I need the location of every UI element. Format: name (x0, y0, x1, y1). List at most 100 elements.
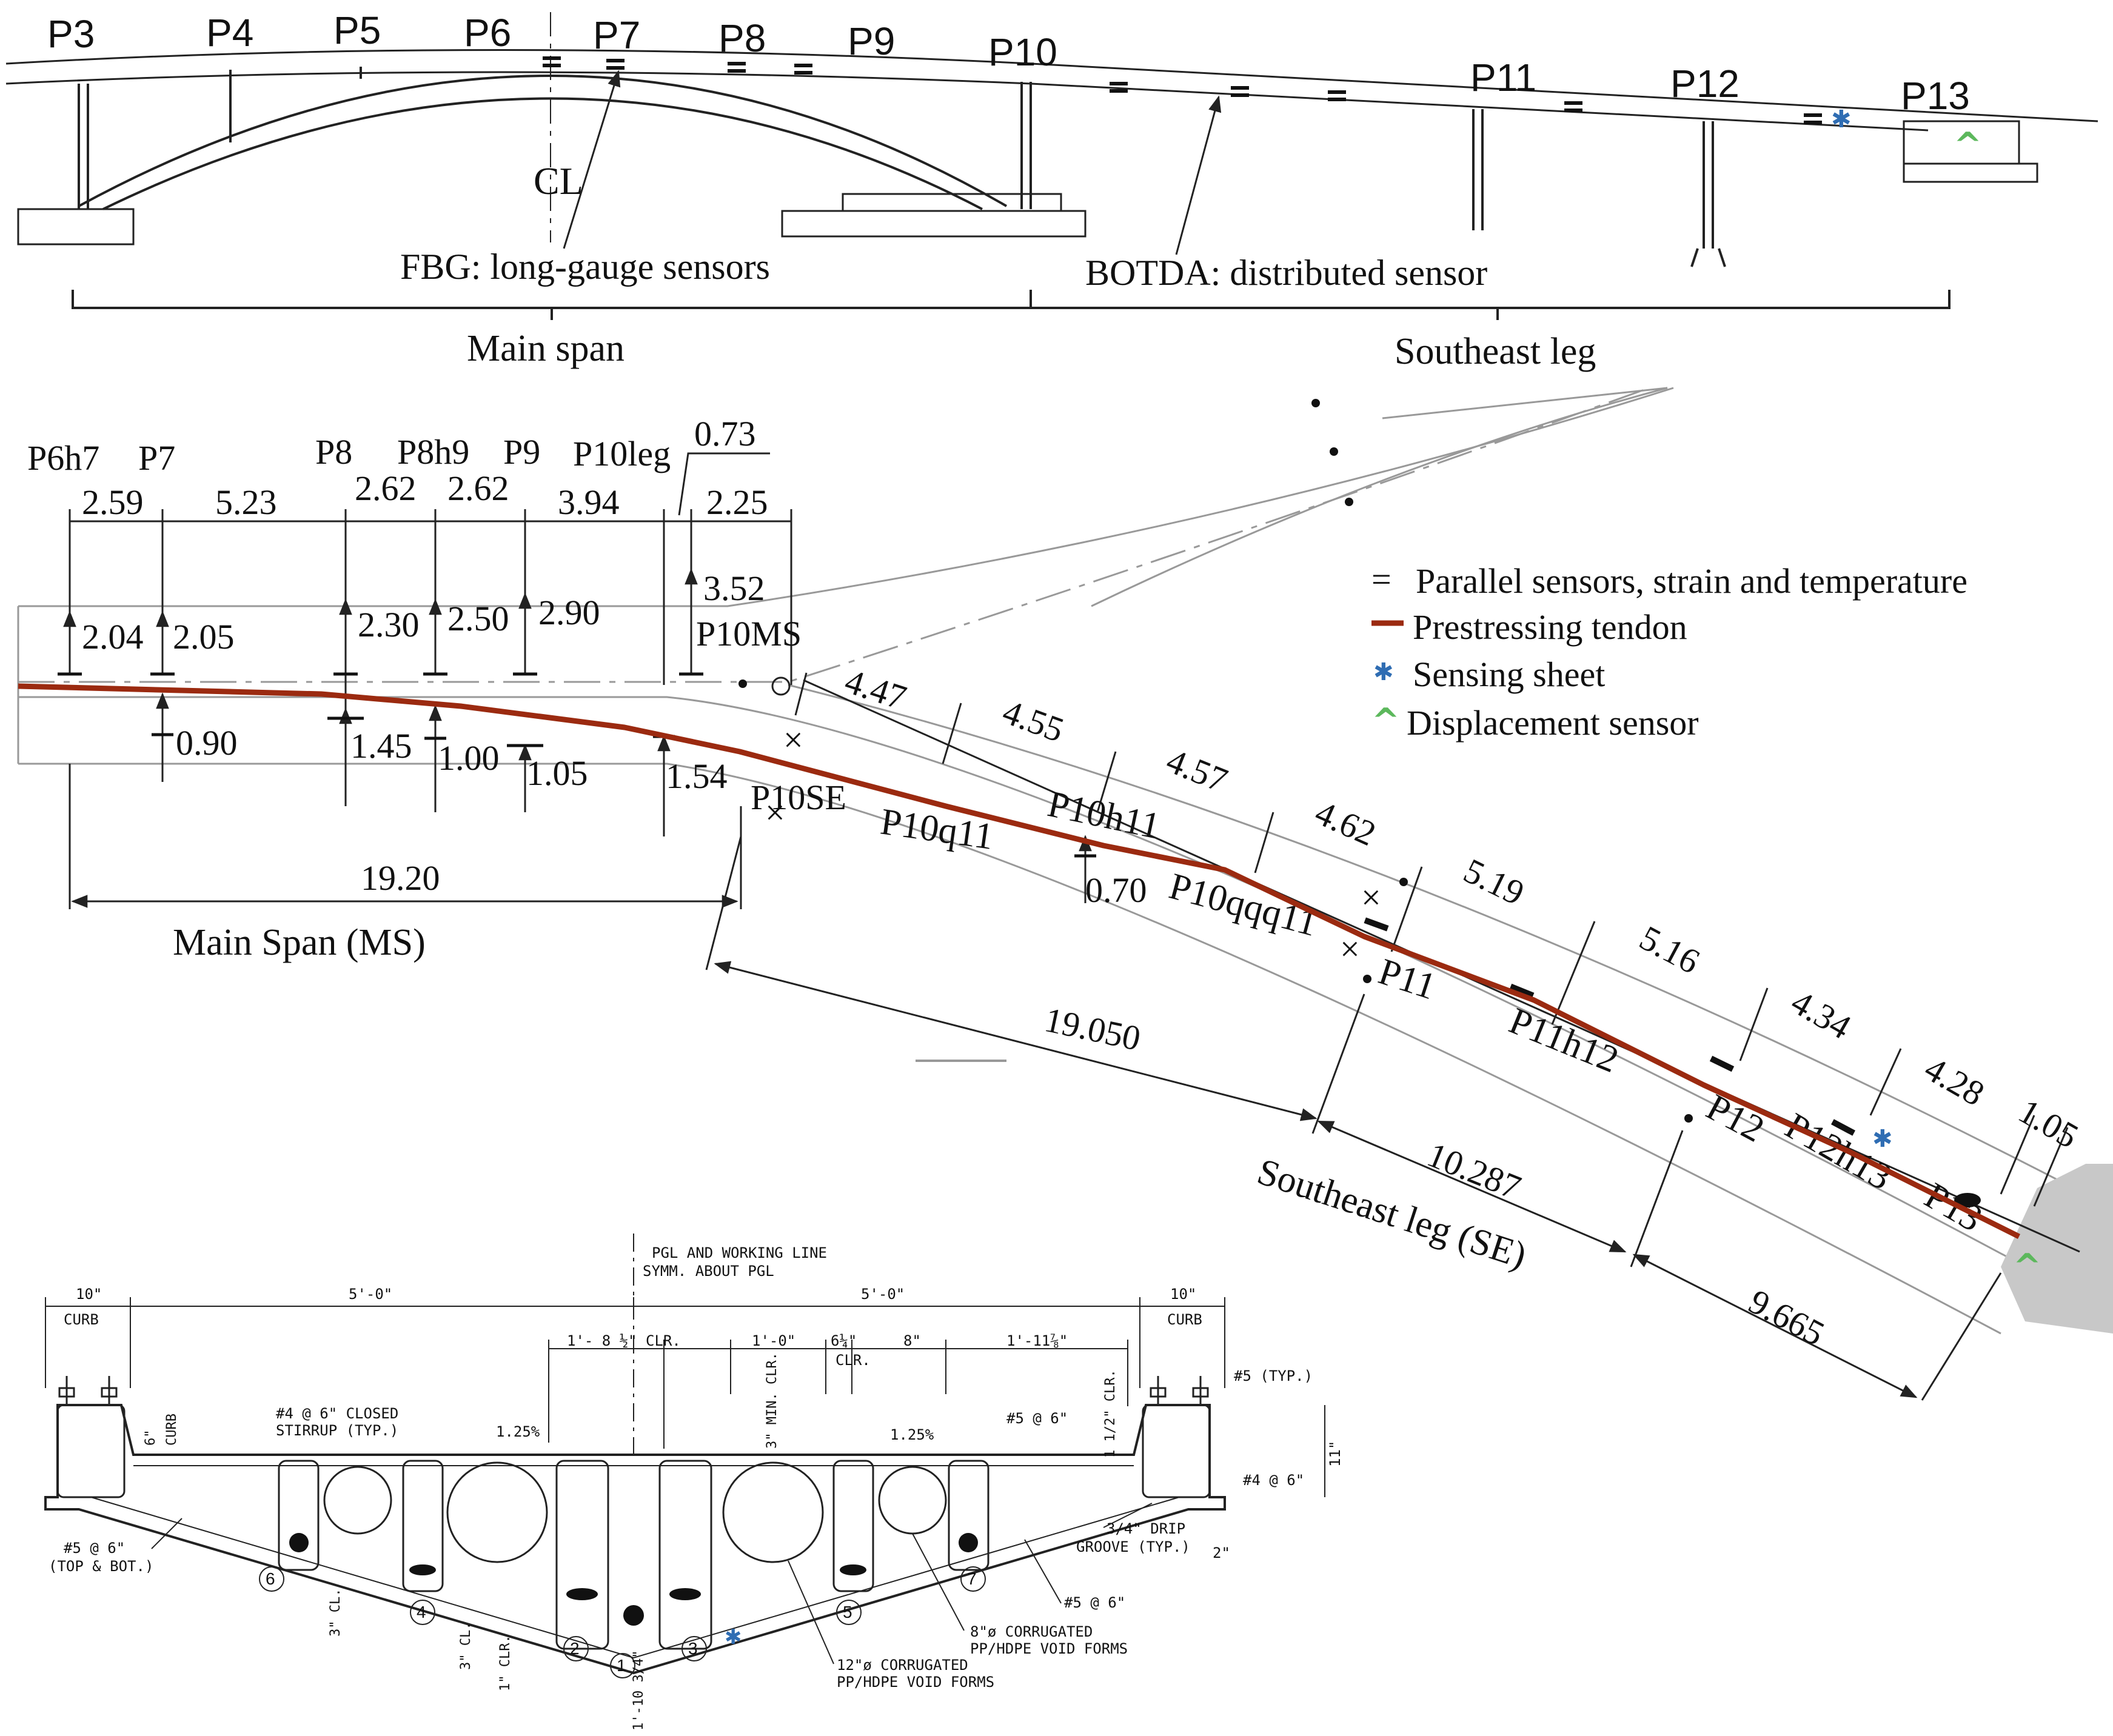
section-leaders (151, 1503, 1153, 1664)
tendon-number-2: 2 (570, 1639, 580, 1658)
curb-height-curb: CURB (164, 1414, 179, 1446)
dim-9665-line (1632, 1254, 1918, 1398)
legend-displacement-icon: ^ (1371, 701, 1400, 741)
tendon-number-1: 1 (617, 1656, 626, 1675)
tendon-number-3: 3 (688, 1639, 698, 1658)
dim-1-11: 1'-11⅞" (1006, 1332, 1068, 1349)
up-offset-arrows (63, 568, 698, 673)
tendon-number-7: 7 (967, 1569, 977, 1588)
label-p8h9: P8h9 (397, 432, 469, 472)
dim-11: 11" (1327, 1441, 1344, 1467)
main-span-label: Main span (467, 328, 625, 369)
dim-394: 3.94 (558, 482, 620, 522)
dim-262b: 2.62 (447, 469, 509, 508)
dim-9665: 9.665 (1743, 1281, 1831, 1354)
dim-6-clr: CLR. (835, 1352, 871, 1369)
pier-label-p8: P8 (718, 16, 766, 60)
label-p8: P8 (315, 432, 352, 472)
centerline-label: CL (534, 159, 583, 202)
pier-label-p5: P5 (333, 8, 381, 52)
right-curb (1142, 1404, 1211, 1498)
curb-dim-left: 10" (76, 1286, 102, 1303)
plan-outline-mid (18, 696, 2038, 1274)
se-455: 4.55 (998, 692, 1070, 750)
upper-leg-outline (1091, 387, 1668, 607)
pier-label-p9: P9 (848, 19, 895, 63)
plan-sensing-sheet-icon: ✱ (1872, 1125, 1893, 1153)
slab-outline (44, 1404, 1226, 1675)
dim-1-0: 1'-0" (752, 1332, 795, 1349)
void-forms (323, 1461, 947, 1563)
upper-leg-point-1 (1311, 399, 1320, 407)
p10ms-cross: × (783, 720, 803, 760)
plan-outline-lower (18, 763, 2001, 1335)
tendon-numbers: 6 4 2 1 3 5 7 (259, 1566, 986, 1678)
drip-2: GROOVE (TYP.) (1076, 1538, 1190, 1555)
top-dim-ticks (69, 509, 792, 709)
label-p10ms: P10MS (696, 614, 802, 653)
down-offset-values: 0.90 1.45 1.00 1.05 1.54 P10SE (176, 723, 846, 817)
section-second-ticks (548, 1340, 1128, 1449)
p12h13-sensor (1830, 1119, 1856, 1136)
bar5-6-bottom: #5 @ 6" (1064, 1594, 1125, 1611)
section-top-ticks (45, 1297, 1225, 1388)
up-204: 2.04 (82, 617, 144, 656)
southeast-leg-label: Southeast leg (1395, 331, 1596, 372)
elevation-sensing-sheet-icon: ✱ (1831, 105, 1852, 133)
plan-displacement-icon: ^ (2013, 1247, 2041, 1286)
label-p10q11: P10q11 (878, 801, 996, 858)
pgl-label: PGL AND WORKING LINE (652, 1244, 827, 1261)
p12-sensor (1709, 1055, 1735, 1072)
botda-label: BOTDA: distributed sensor (1085, 253, 1487, 293)
left-curb (56, 1404, 126, 1498)
cl3-left: 3" CL. (328, 1589, 343, 1637)
southeast-leg-brace (1031, 290, 1951, 320)
se-434: 4.34 (1785, 982, 1858, 1047)
se-516: 5.16 (1633, 918, 1706, 981)
ms-length: 19.20 (361, 858, 440, 898)
label-p6h7: P6h7 (27, 438, 99, 478)
slope-right: 1.25% (890, 1426, 934, 1443)
section-sensing-sheet-icon: ✱ (725, 1625, 742, 1649)
se-dim-ticks (794, 672, 2069, 1207)
p10se-cross: × (765, 793, 785, 832)
deck-bottom-line (5, 71, 1929, 132)
dim-070: 0.70 (1085, 870, 1147, 910)
leader-073 (678, 452, 770, 516)
up-230: 2.30 (358, 605, 420, 644)
dim-10287-line (1317, 1120, 1627, 1253)
p11-node (1363, 975, 1371, 983)
label-p10leg: P10leg (573, 434, 671, 473)
dim-10287: 10.287 (1422, 1135, 1526, 1207)
down-offset-arrows (156, 692, 671, 836)
tendon-number-4: 4 (417, 1603, 426, 1621)
void8-1: 8"ø CORRUGATED (970, 1623, 1093, 1640)
label-p9: P9 (503, 432, 540, 472)
clr-1: 1" CLR. (498, 1635, 513, 1691)
bar5-typ: #5 (TYP.) (1234, 1367, 1313, 1384)
symm-label: SYMM. ABOUT PGL (643, 1263, 774, 1280)
plan-outline-upper (18, 387, 1674, 607)
label-p10se: P10SE (751, 778, 846, 817)
pier-columns (78, 67, 1726, 267)
dim-19050: 19.050 (1041, 1000, 1144, 1058)
clr-1-5: 1 1/2" CLR. (1103, 1369, 1118, 1458)
drip-1: 3/4" DRIP (1107, 1520, 1185, 1537)
dim-225: 2.25 (706, 482, 768, 522)
dim-523: 5.23 (215, 482, 277, 522)
fbg-leader (563, 70, 621, 249)
legend-sheet-icon: ✱ (1373, 658, 1394, 686)
main-span-brace (72, 290, 1032, 320)
p11-ext (1311, 993, 1365, 1134)
p11-sensor (1364, 917, 1389, 932)
strand-groups (289, 1533, 978, 1626)
se-462: 4.62 (1310, 792, 1382, 853)
down-154: 1.54 (666, 756, 728, 796)
elevation-panel: CL P3 P4 P5 P6 P7 P8 P9 P10 P11 P12 P13 (5, 8, 2098, 372)
dim-8: 8" (903, 1332, 921, 1349)
p10ms-node (771, 676, 791, 696)
right-curb-bolts (1150, 1376, 1209, 1405)
curb-height-label: 6" (143, 1430, 158, 1446)
down-090: 0.90 (176, 723, 238, 763)
